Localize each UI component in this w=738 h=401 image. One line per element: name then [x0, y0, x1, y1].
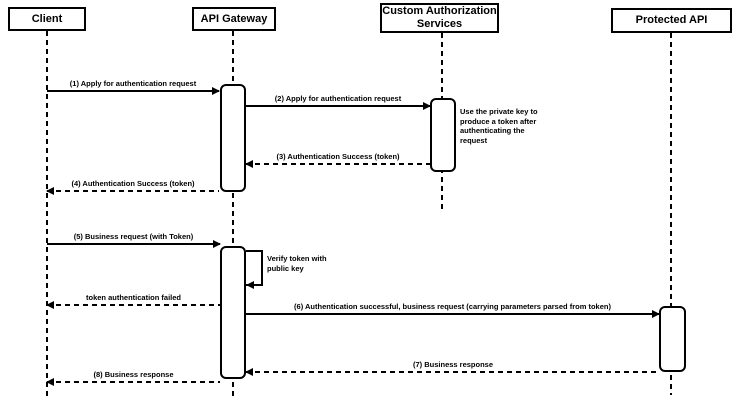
message-4-line [47, 190, 219, 192]
message-5-label: (5) Business request (with Token) [73, 232, 194, 241]
activation-custom-authorization-services [430, 98, 456, 172]
arrowhead-right-icon [213, 240, 221, 248]
message-5-line [47, 243, 220, 245]
message-failed-label: token authentication failed [85, 293, 181, 302]
message-failed-line [47, 304, 220, 306]
message-1-line [47, 90, 219, 92]
message-6-line [246, 313, 659, 315]
note-private-key: Use the private key to produce a token a… [460, 107, 538, 145]
self-message-verify-token-label: Verify token with public key [267, 254, 327, 273]
message-token-authentication-failed: token authentication failed [46, 290, 220, 309]
message-6-authentication-successful-business-request: (6) Authentication successful, business … [246, 299, 660, 318]
lifeline-protected-api [670, 33, 672, 395]
message-3-line [246, 163, 430, 165]
arrowhead-right-icon [212, 87, 220, 95]
message-8-label: (8) Business response [93, 370, 174, 379]
participant-api-gateway: API Gateway [192, 7, 276, 31]
message-1-apply-authentication: (1) Apply for authentication request [47, 76, 220, 95]
message-8-business-response: (8) Business response [46, 367, 220, 386]
participant-custom-authorization-services: Custom Authorization Services [380, 3, 499, 33]
activation-protected-api [659, 306, 686, 372]
message-2-line [246, 105, 430, 107]
participant-client: Client [8, 7, 86, 31]
arrowhead-right-icon [652, 310, 660, 318]
participant-client-label: Client [31, 12, 63, 25]
activation-api-gateway-business [220, 246, 246, 379]
message-6-label: (6) Authentication successful, business … [294, 302, 611, 311]
arrowhead-left-icon [245, 160, 253, 168]
message-7-business-response: (7) Business response [245, 357, 660, 376]
arrowhead-left-icon [46, 187, 54, 195]
message-4-label: (4) Authentication Success (token) [71, 179, 195, 188]
message-7-label: (7) Business response [412, 360, 494, 369]
message-1-label: (1) Apply for authentication request [69, 79, 197, 88]
message-2-apply-authentication: (2) Apply for authentication request [246, 91, 431, 110]
participant-api-gateway-label: API Gateway [200, 12, 268, 25]
message-2-label: (2) Apply for authentication request [274, 94, 402, 103]
self-message-verify-token-loop [246, 250, 263, 286]
message-7-line [246, 371, 660, 373]
message-3-authentication-success: (3) Authentication Success (token) [245, 149, 430, 168]
arrowhead-right-icon [423, 102, 431, 110]
message-5-business-request: (5) Business request (with Token) [47, 229, 221, 248]
message-4-authentication-success: (4) Authentication Success (token) [46, 176, 219, 195]
activation-api-gateway-auth [220, 84, 246, 192]
lifeline-client [46, 31, 48, 398]
arrowhead-left-icon [46, 378, 54, 386]
participant-protected-api: Protected API [611, 8, 732, 33]
lifeline-api-gateway [232, 31, 234, 398]
arrowhead-left-icon [245, 368, 253, 376]
arrowhead-left-icon [46, 301, 54, 309]
participant-protected-api-label: Protected API [635, 14, 708, 26]
participant-custom-authorization-services-label: Custom Authorization Services [382, 5, 497, 30]
arrowhead-left-icon [246, 281, 254, 289]
message-3-label: (3) Authentication Success (token) [276, 152, 400, 161]
message-8-line [47, 381, 220, 383]
